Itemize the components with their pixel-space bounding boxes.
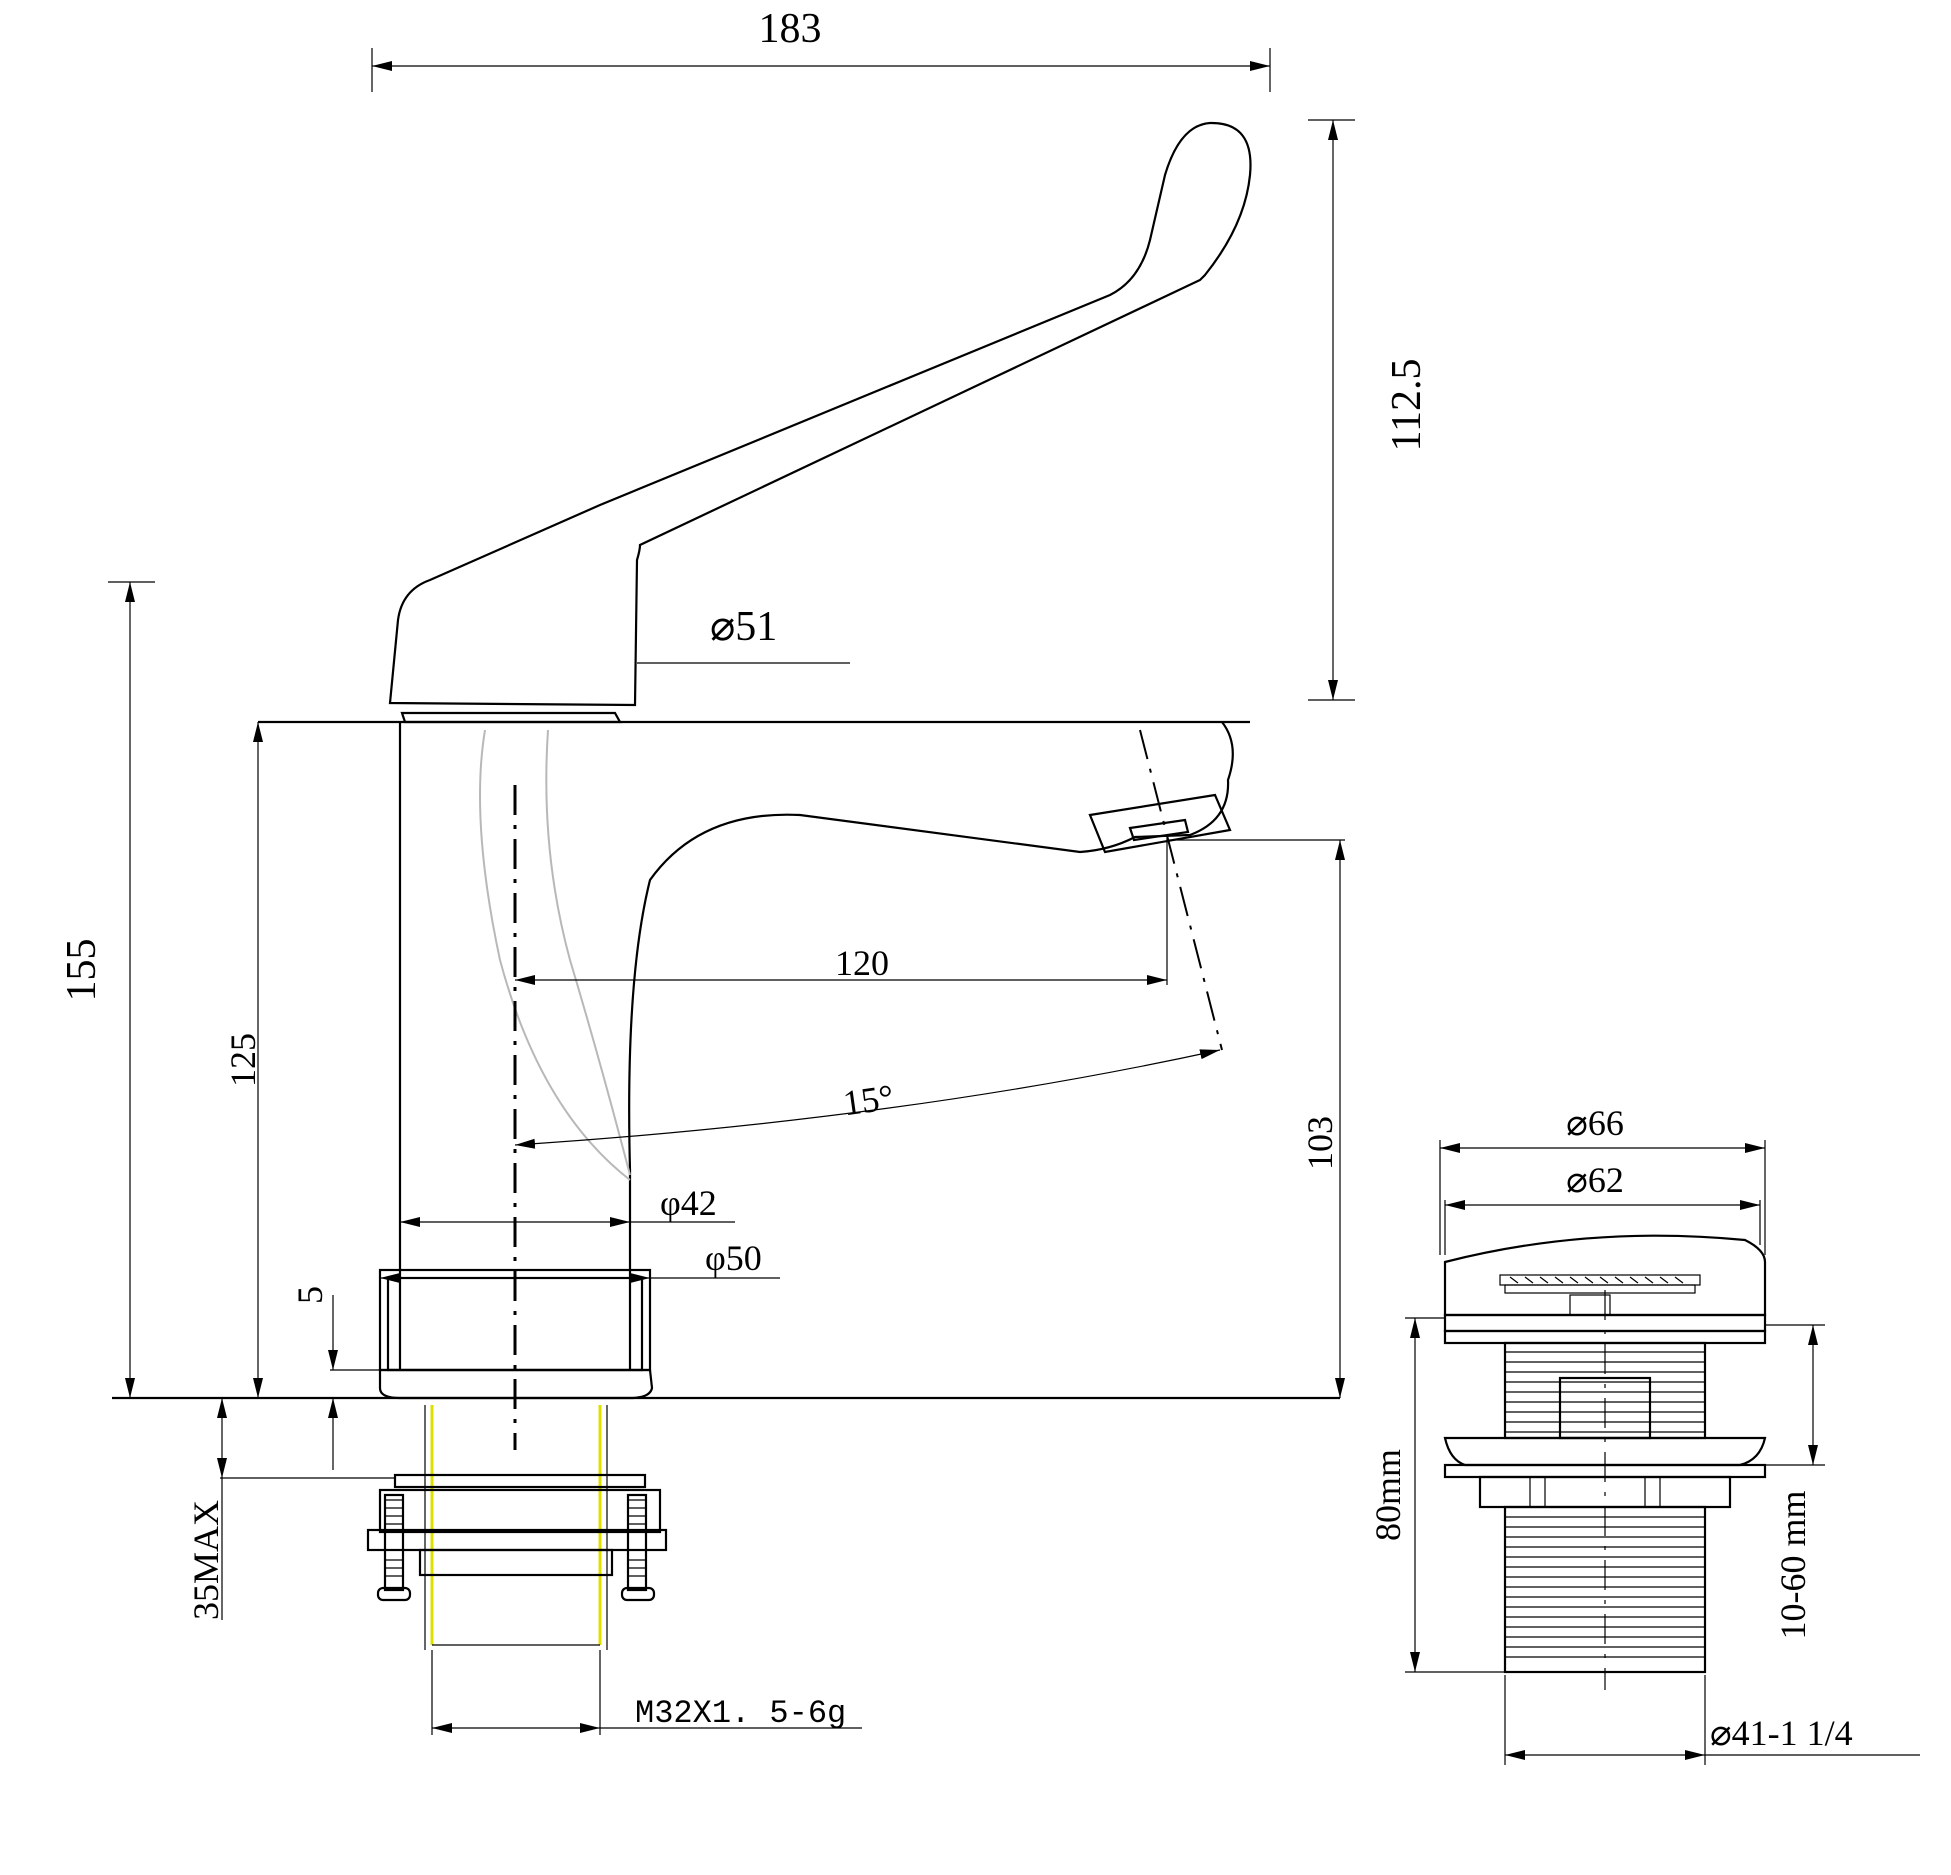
label-base-diameter: φ50 [705, 1238, 762, 1278]
label-waste-length: 80mm [1368, 1449, 1408, 1541]
label-outlet-height: 103 [1300, 1116, 1340, 1170]
label-waste-thread: ⌀41-1 1/4 [1710, 1713, 1853, 1753]
dimension-labels: 183 112.5 ⌀51 155 125 120 15° 103 φ42 φ5… [59, 6, 1853, 1753]
label-body-height: 125 [223, 1033, 263, 1087]
label-swivel-angle: 15° [841, 1077, 896, 1124]
label-cap-inner: ⌀62 [1566, 1160, 1624, 1200]
label-base-thickness: 5 [290, 1286, 330, 1304]
aerator [1088, 793, 1232, 854]
faucet-drawing [112, 121, 1340, 1650]
faucet-dimensions [108, 48, 1355, 1735]
label-waste-range: 10-60 mm [1773, 1491, 1813, 1640]
label-body-diameter: φ42 [660, 1183, 717, 1223]
label-handle-diameter: ⌀51 [710, 604, 777, 650]
spout-tip [628, 721, 1234, 1171]
label-thread: M32X1. 5-6g [635, 1695, 846, 1732]
label-overall-width: 183 [759, 6, 822, 52]
waste-dimensions [1405, 1140, 1920, 1765]
stud-right [626, 1493, 648, 1592]
label-handle-height: 112.5 [1384, 359, 1430, 452]
waste-cap [1443, 1234, 1767, 1317]
label-overall-height: 155 [59, 939, 105, 1002]
stud-left [383, 1493, 405, 1592]
label-spout-reach: 120 [835, 943, 889, 983]
label-cap-outer: ⌀66 [1566, 1103, 1624, 1143]
handle-lever [388, 121, 1252, 707]
label-max-deck: 35MAX [186, 1500, 226, 1620]
waste-drawing [1443, 1234, 1767, 1690]
